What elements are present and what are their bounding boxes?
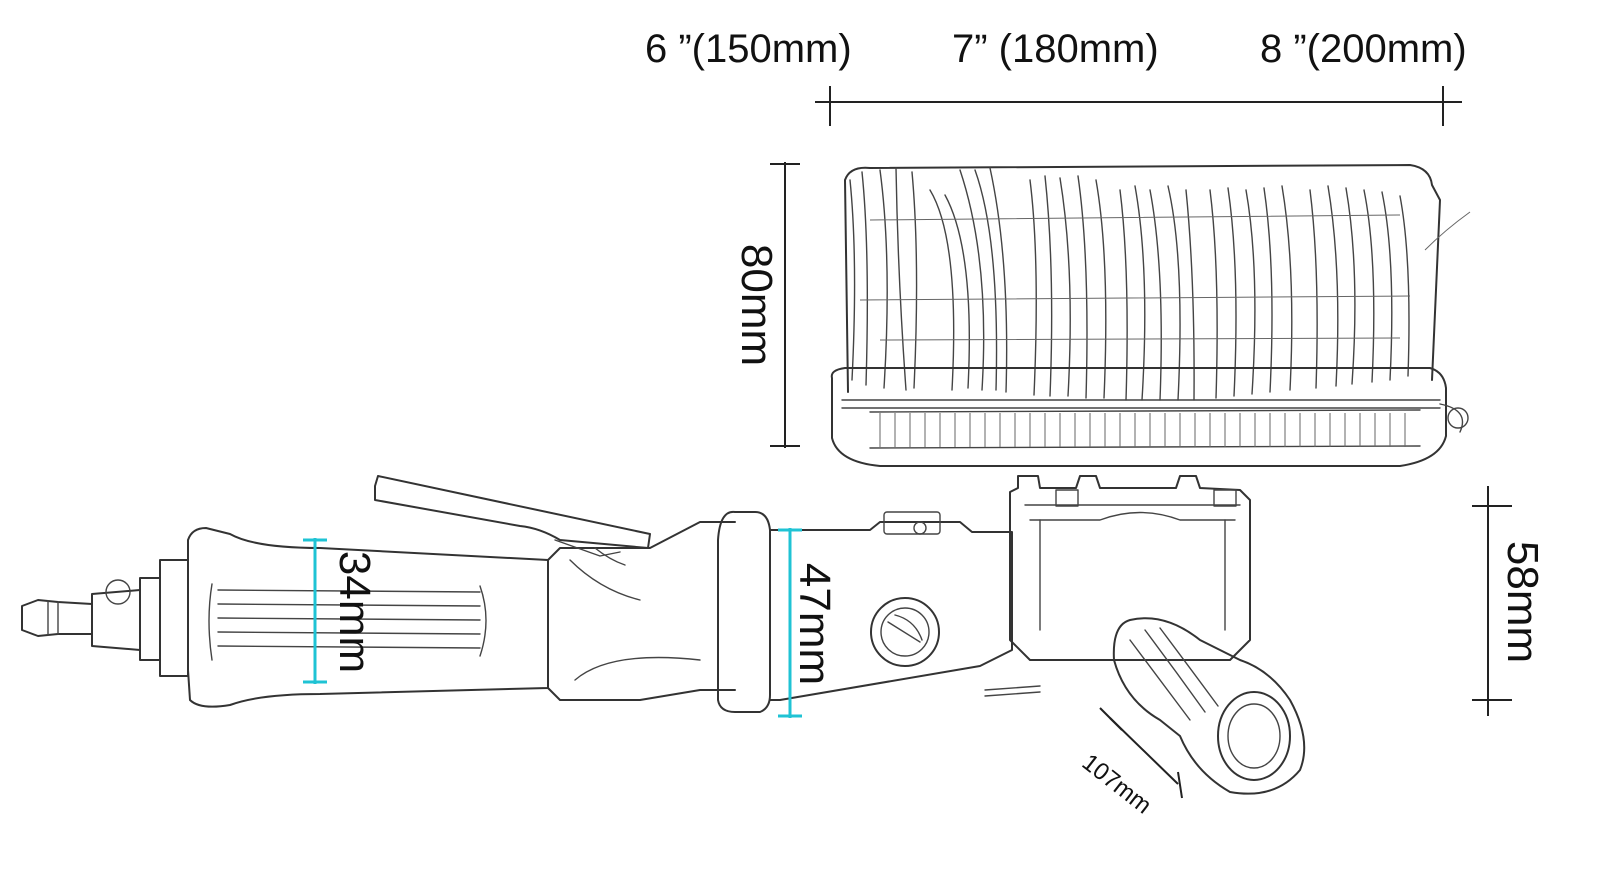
brush-base-plate [830, 367, 1447, 467]
brush-head [830, 164, 1471, 467]
brush-size-options: 6 ”(150mm) 7” (180mm) 8 ”(200mm) [645, 27, 1467, 71]
throttle-lever [374, 475, 651, 566]
handle-diameter-label: 34mm [330, 551, 379, 673]
head-height-label: 58mm [1498, 541, 1547, 663]
brush-height-label: 80mm [732, 244, 781, 366]
gear-head [1009, 475, 1251, 661]
size-6-label: 6 ”(150mm) [645, 27, 852, 71]
handle-grip [187, 527, 549, 708]
clamp-band [869, 403, 1469, 449]
motor-body [547, 510, 1041, 713]
speed-dial [870, 597, 940, 667]
body-diameter-dimension: 47mm [778, 528, 839, 718]
size-8-label: 8 ”(200mm) [1260, 27, 1467, 71]
bristles [849, 167, 1471, 401]
brush-height-dimension: 80mm [732, 162, 800, 448]
handle-diameter-dimension: 34mm [303, 538, 379, 684]
head-height-dimension: 58mm [1472, 486, 1547, 716]
inlet-valve-knob [105, 579, 131, 605]
air-inlet-coupler [21, 559, 189, 677]
side-connector [1112, 617, 1306, 795]
size-7-label: 7” (180mm) [952, 27, 1159, 71]
body-diameter-label: 47mm [790, 563, 839, 685]
collar-ring [717, 510, 771, 713]
head-length-label: 107mm [1077, 749, 1157, 820]
diameter-dimension-line [815, 86, 1462, 126]
